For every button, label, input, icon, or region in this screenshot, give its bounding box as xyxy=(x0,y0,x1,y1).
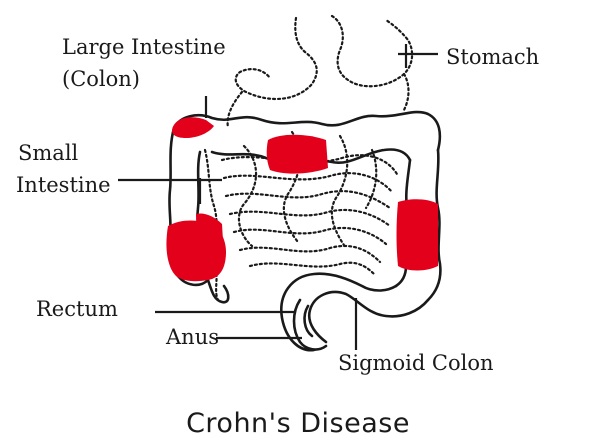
inflamed-patch-transverse xyxy=(267,135,328,174)
label-colon: (Colon) xyxy=(62,67,140,91)
label-rectum: Rectum xyxy=(36,297,118,321)
label-anus: Anus xyxy=(165,325,219,349)
stomach-outline xyxy=(228,16,412,128)
inflamed-patch-hepatic-flexure xyxy=(172,117,214,138)
inflammation-patches xyxy=(166,117,438,281)
diagram-caption: Crohn's Disease xyxy=(186,408,410,439)
label-large-intestine: Large Intestine xyxy=(62,35,226,59)
label-sigmoid-colon: Sigmoid Colon xyxy=(338,351,494,375)
inflamed-patch-descending xyxy=(397,199,439,270)
inflamed-patch-ascending-inner xyxy=(196,213,224,260)
label-intestine: Intestine xyxy=(16,173,111,197)
label-small: Small xyxy=(18,141,79,165)
label-stomach: Stomach xyxy=(446,45,539,69)
